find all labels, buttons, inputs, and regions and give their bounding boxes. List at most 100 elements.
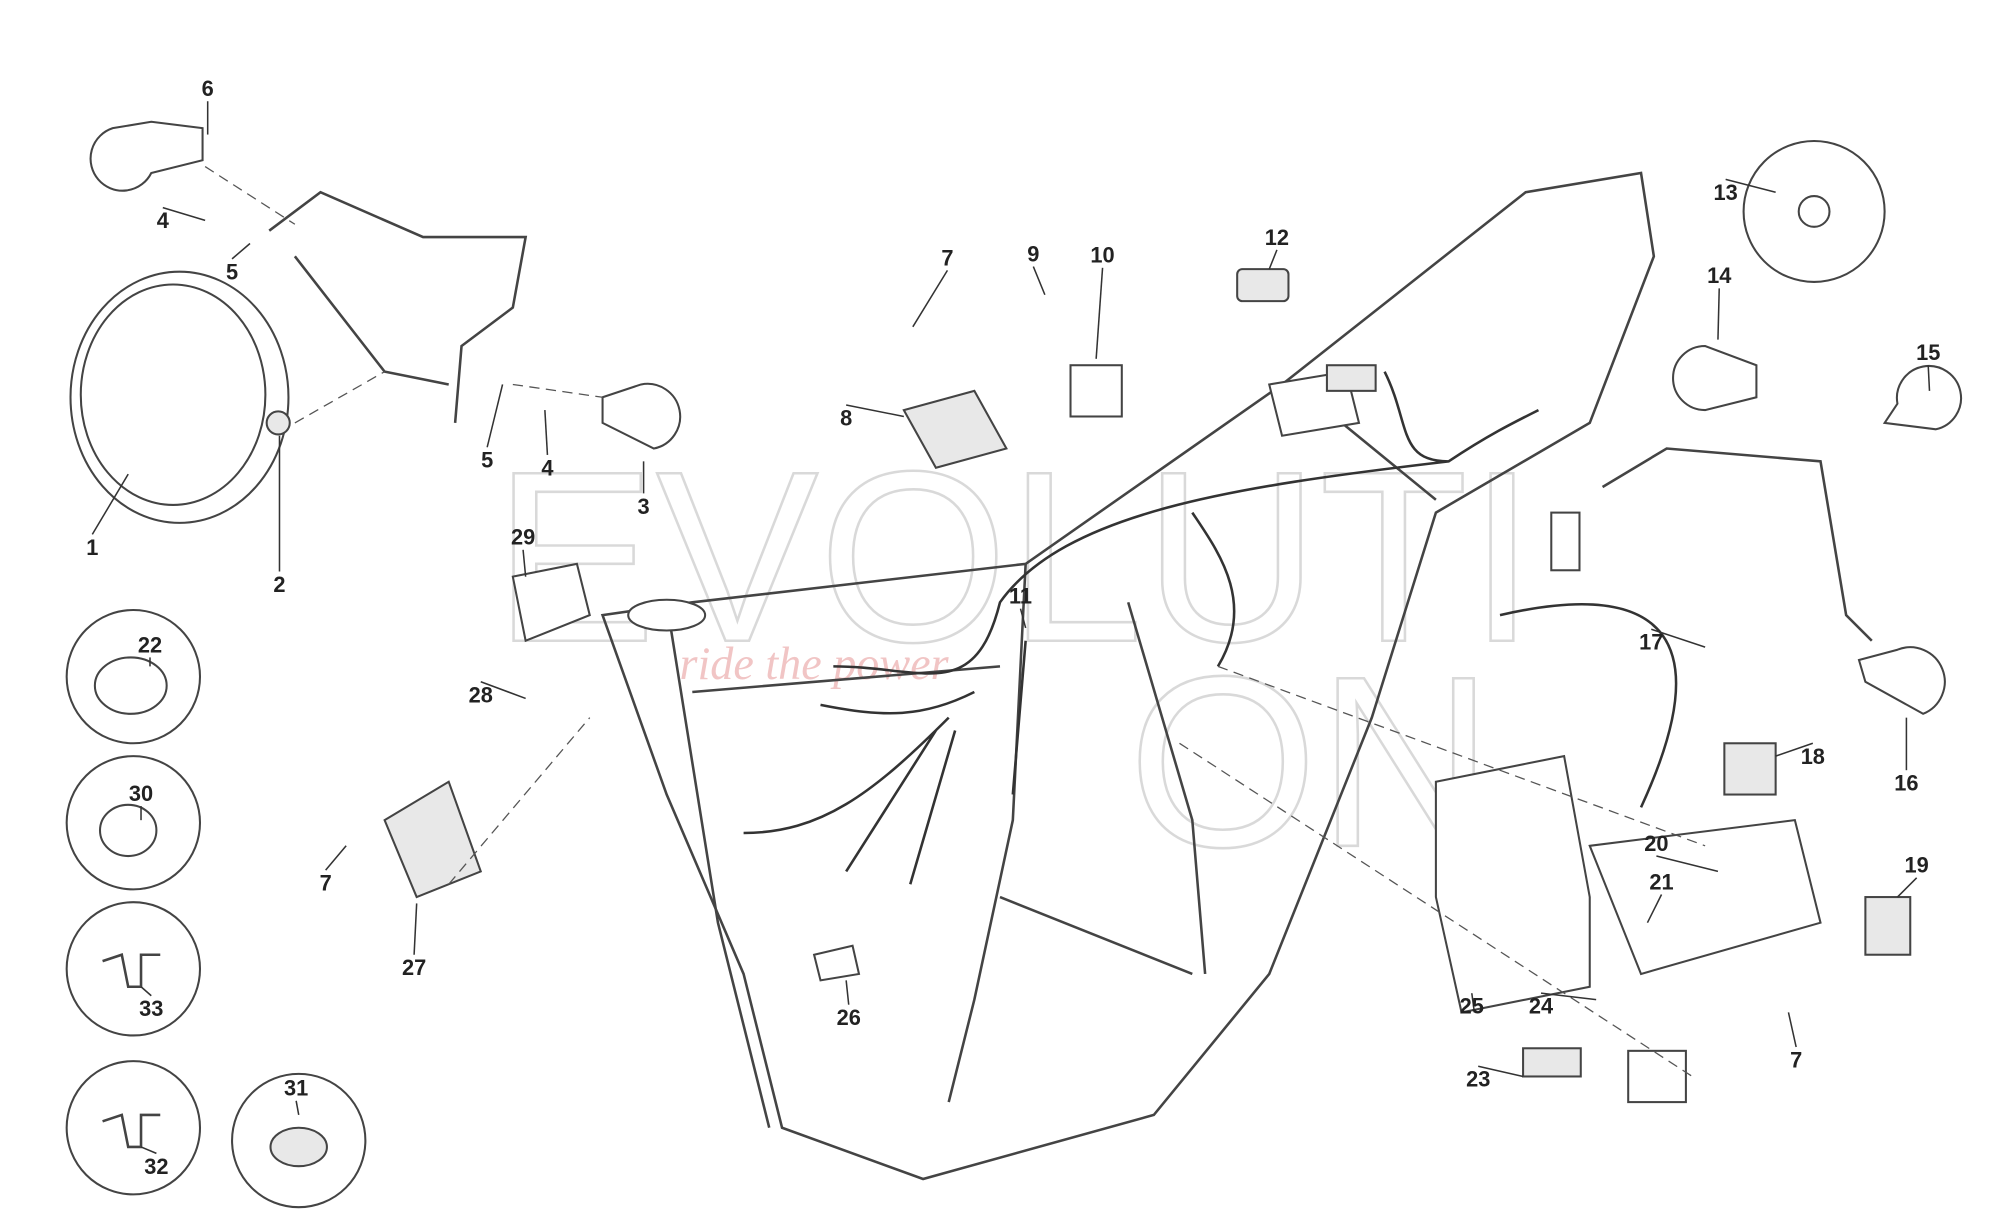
callout-9: 9 [1027, 241, 1039, 266]
watermark-brand-top: EVOLUTI [494, 421, 1536, 693]
callout-1: 1 [86, 535, 98, 560]
leader-line [231, 242, 251, 260]
callout-24: 24 [1529, 994, 1553, 1019]
watermark-brand-bottom: ON [1128, 626, 1493, 898]
callout-7: 7 [941, 245, 953, 270]
callout-6: 6 [202, 76, 214, 101]
front-indicator-left [89, 120, 204, 192]
callout-29: 29 [511, 525, 535, 550]
harness-connector [1325, 364, 1377, 392]
callout-2: 2 [273, 572, 285, 597]
leader-line [1268, 249, 1278, 270]
leader-line [1651, 628, 1706, 648]
callout-32: 32 [144, 1154, 168, 1179]
callout-26: 26 [837, 1005, 861, 1030]
leader-line [1896, 877, 1918, 898]
pad-23 [1522, 1047, 1582, 1078]
callout-21: 21 [1649, 869, 1673, 894]
wiring-harness [743, 364, 1540, 885]
callout-16: 16 [1894, 771, 1918, 796]
callout-25: 25 [1460, 994, 1484, 1019]
headlight-bolt [265, 410, 291, 436]
leader-line [522, 549, 527, 577]
callout-4: 4 [157, 208, 169, 233]
callout-22: 22 [138, 632, 162, 657]
callout-17: 17 [1639, 630, 1663, 655]
callout-5: 5 [481, 448, 493, 473]
clamp-insets [65, 608, 367, 1209]
front-indicator-right [601, 382, 682, 450]
leader-line [1775, 742, 1814, 757]
leader-line [912, 269, 949, 328]
callout-12: 12 [1265, 225, 1289, 250]
leader-line [140, 1146, 157, 1155]
leader-line [1787, 1012, 1797, 1048]
leader-line [1646, 894, 1663, 924]
leader-line [140, 986, 152, 997]
inset-32 [65, 1060, 202, 1196]
fuse-box [1627, 1049, 1687, 1104]
battery [1434, 754, 1591, 1014]
part-29 [511, 562, 591, 643]
leader-line [1540, 992, 1597, 1001]
frame [600, 171, 1656, 1181]
headlight-assembly [69, 120, 682, 524]
part-12 [1236, 268, 1290, 303]
callout-7: 7 [320, 871, 332, 896]
leader-line [544, 410, 549, 455]
callout-30: 30 [129, 781, 153, 806]
part-27 [383, 780, 483, 899]
callout-8: 8 [840, 405, 852, 430]
battery-tray [1588, 819, 1822, 976]
watermark: EVOLUTI ON ride the power [492, 420, 1537, 900]
rear-indicator-left [1672, 344, 1758, 412]
callout-5: 5 [226, 259, 238, 284]
relay-10 [1069, 364, 1123, 418]
callout-14: 14 [1707, 263, 1731, 288]
callout-33: 33 [139, 996, 163, 1021]
callout-11: 11 [1009, 584, 1032, 609]
leader-line [413, 903, 418, 955]
inset-33 [65, 901, 202, 1037]
leader-line [1095, 267, 1104, 359]
part-26 [812, 944, 861, 982]
callout-15: 15 [1916, 340, 1940, 365]
leader-line [480, 681, 526, 700]
leader-line [1725, 178, 1776, 193]
callout-18: 18 [1801, 744, 1825, 769]
leader-line [846, 404, 904, 418]
leader-line [1032, 266, 1046, 296]
callout-3: 3 [638, 494, 650, 519]
relay-19 [1864, 896, 1912, 956]
ecu [902, 389, 1008, 469]
leader-line [1927, 365, 1931, 391]
rear-indicator-right-upper [1882, 364, 1963, 431]
leader-line [1478, 1065, 1524, 1078]
battery-cable [1499, 603, 1678, 808]
electrical-parts [383, 139, 1963, 1104]
leader-line [1656, 855, 1719, 873]
relay-18 [1723, 742, 1777, 796]
callout-4: 4 [541, 455, 553, 480]
callout-27: 27 [402, 955, 426, 980]
callout-7: 7 [1790, 1048, 1802, 1073]
leader-line [91, 473, 129, 535]
leader-line [1019, 608, 1027, 629]
callout-13: 13 [1714, 180, 1738, 205]
callout-23: 23 [1466, 1067, 1490, 1092]
callout-20: 20 [1644, 831, 1668, 856]
callout-19: 19 [1905, 853, 1929, 878]
rear-indicator-right [1857, 646, 1946, 715]
callout-10: 10 [1090, 243, 1114, 268]
leader-line [1717, 288, 1720, 340]
callout-28: 28 [469, 682, 493, 707]
callout-31: 31 [284, 1076, 308, 1101]
leader-line [325, 845, 347, 871]
leader-line [1471, 993, 1476, 1013]
leader-line [486, 384, 504, 448]
leader-line [295, 1100, 300, 1116]
leader-line [845, 980, 850, 1005]
leader-line [162, 206, 206, 222]
